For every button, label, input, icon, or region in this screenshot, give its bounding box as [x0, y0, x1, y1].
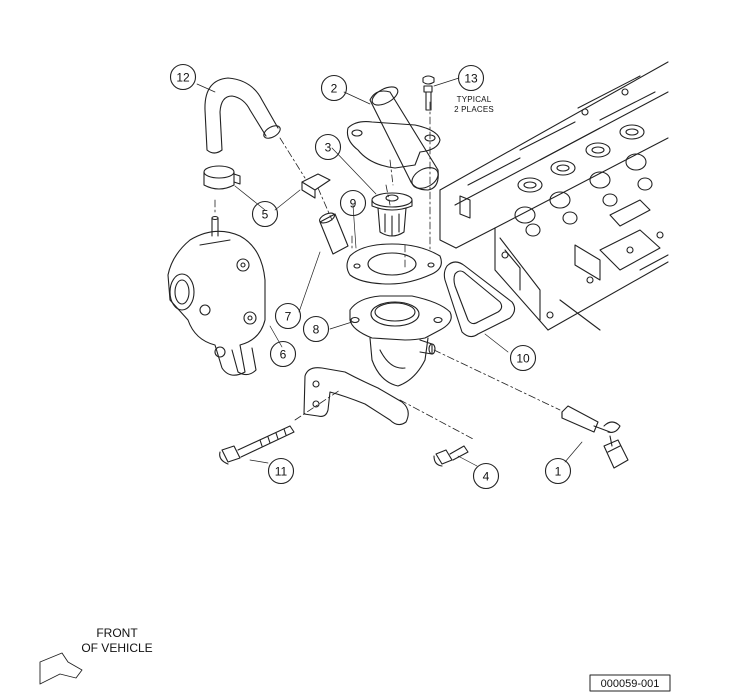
callout-circle-4 — [472, 462, 500, 490]
callout-9: 9 — [350, 197, 357, 211]
callout-circle-10 — [509, 344, 537, 372]
callout-13: 13 — [464, 72, 478, 86]
callout-2: 2 — [331, 82, 338, 96]
water-pump — [167, 215, 266, 376]
callout-11: 11 — [275, 465, 288, 479]
callout-circle-7 — [274, 302, 302, 330]
callout-1: 1 — [555, 465, 562, 479]
gasket — [346, 243, 442, 285]
temperature-sender — [561, 405, 629, 469]
thermostat-housing — [346, 86, 441, 191]
callout-7: 7 — [285, 310, 292, 324]
note-13-line2: 2 PLACES — [454, 105, 494, 114]
hose — [204, 77, 281, 154]
hose-fittings — [301, 173, 349, 255]
callout-circle-9 — [339, 189, 367, 217]
bolt-4 — [433, 445, 469, 467]
assembly-lines — [214, 101, 561, 441]
callout-circle-5 — [251, 200, 279, 228]
front-label-line1: FRONT — [96, 626, 138, 640]
callout-4: 4 — [483, 470, 490, 484]
callout-circle-12 — [169, 63, 197, 91]
callout-6: 6 — [280, 348, 287, 362]
callout-circle-6 — [269, 340, 297, 368]
callout-leaders — [196, 77, 583, 467]
thermostat-gasket-triangle — [443, 261, 516, 338]
callout-circle-2 — [320, 74, 348, 102]
callout-circles — [169, 63, 572, 490]
bolt-11 — [219, 425, 295, 465]
mounting-bracket — [303, 367, 409, 426]
callout-circle-11 — [267, 457, 295, 485]
callout-circle-13 — [457, 64, 485, 92]
figure-id-box — [589, 674, 671, 692]
bolt-13 — [422, 75, 435, 111]
callout-12: 12 — [176, 71, 190, 85]
callout-8: 8 — [313, 323, 320, 337]
callout-3: 3 — [325, 141, 332, 155]
callout-circle-8 — [302, 315, 330, 343]
front-label-line2: OF VEHICLE — [81, 641, 152, 655]
callout-circle-3 — [314, 133, 342, 161]
thermostat — [371, 192, 413, 237]
water-outlet-housing — [349, 295, 452, 387]
note-13-line1: TYPICAL — [457, 95, 492, 104]
callout-10: 10 — [516, 352, 530, 366]
figure-id: 000059-001 — [601, 678, 660, 690]
callout-circle-1 — [544, 457, 572, 485]
front-arrow-icon — [39, 652, 83, 685]
cylinder-head — [439, 61, 669, 331]
hose-clamp — [203, 165, 241, 190]
callout-5: 5 — [262, 208, 269, 222]
